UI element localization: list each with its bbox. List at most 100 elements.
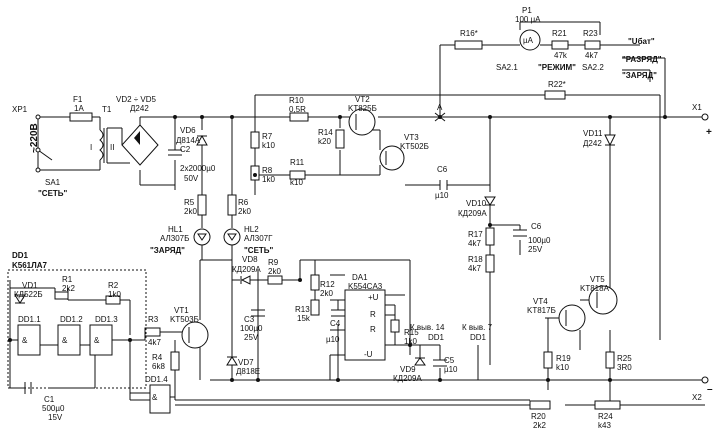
resistor-R4: [170, 351, 180, 371]
label-R3: R3: [148, 315, 159, 324]
label-C3: C3: [244, 315, 255, 324]
label-DD13: DD1.3: [95, 315, 118, 324]
labels: XP1 F1 1A T1 I II VD2 ÷ VD5 Д242 ~220В S…: [12, 6, 713, 430]
label-R24v: k43: [598, 421, 611, 430]
transistors: [181, 108, 618, 349]
resistor-R22: [544, 90, 566, 100]
label-R11: R11: [290, 158, 305, 167]
label-VT3v: KT502Б: [400, 142, 429, 151]
label-ampR2: R: [370, 325, 376, 334]
label-R25: R25: [617, 354, 632, 363]
label-R13v: 15k: [297, 314, 311, 323]
label-R19v: k10: [556, 363, 569, 372]
label-VT3: VT3: [404, 133, 419, 142]
resistor-R6: [227, 194, 237, 216]
switch-SA1: [35, 147, 53, 161]
resistor-R15: [390, 319, 400, 333]
label-V220: ~220В: [29, 123, 40, 153]
label-VD8v: КД209А: [232, 265, 261, 274]
leds: [193, 228, 241, 246]
resistor-R9: [267, 275, 283, 285]
resistor-R18: [485, 254, 495, 273]
label-VD10v: КД209А: [458, 209, 487, 218]
ic-blocks: [7, 269, 386, 414]
label-C1v: 500µ0: [42, 404, 65, 413]
label-R4v: 6k8: [152, 362, 165, 371]
label-ampU2: -U: [364, 350, 373, 359]
label-C2v: 2х2000µ0: [180, 164, 216, 173]
label-VD6v: Д814А: [176, 136, 201, 145]
label-R1v: 2k2: [62, 284, 75, 293]
label-R16: R16*: [460, 29, 478, 38]
label-VD10: VD10: [466, 199, 487, 208]
label-C6av: µ10: [435, 191, 449, 200]
label-C6bv2: 25V: [528, 245, 543, 254]
resistor-R14: [335, 129, 345, 149]
label-amp3: &: [94, 336, 100, 345]
label-R21: R21: [552, 29, 567, 38]
label-VD1: VD1: [22, 281, 38, 290]
label-DD1v: K561ЛА7: [12, 261, 48, 270]
label-set1: "СЕТЬ": [38, 189, 68, 198]
label-VT5: VT5: [590, 275, 605, 284]
fuse-F1: [69, 112, 93, 122]
label-R7: R7: [262, 132, 273, 141]
resistor-R20: [529, 400, 551, 410]
label-razr: "РАЗРЯД": [622, 55, 662, 64]
label-R5: R5: [184, 198, 195, 207]
label-R21v: 47k: [554, 51, 568, 60]
label-R20: R20: [531, 412, 546, 421]
label-R13: R13: [295, 305, 310, 314]
label-VT1: VT1: [174, 306, 189, 315]
label-HL2v: АЛ307Г: [244, 234, 273, 243]
label-R6: R6: [238, 198, 249, 207]
resistor-R13: [310, 299, 320, 316]
label-R11v: k10: [290, 178, 303, 187]
label-DA1: DA1: [352, 273, 368, 282]
label-VT2: VT2: [355, 95, 370, 104]
label-set2: "СЕТЬ": [244, 246, 274, 255]
label-R2: R2: [108, 281, 119, 290]
label-R17v: 4k7: [468, 239, 481, 248]
label-R14v: k20: [318, 137, 331, 146]
label-VD9: VD9: [400, 365, 416, 374]
resistor-R16: [454, 40, 483, 50]
label-X1: X1: [692, 103, 702, 112]
resistor-R17: [485, 227, 495, 246]
diode-bridge: [121, 124, 159, 166]
resistor-R25: [605, 351, 615, 369]
label-R24: R24: [598, 412, 613, 421]
label-zar: "ЗАРЯД": [622, 71, 657, 80]
label-R20v: 2k2: [533, 421, 546, 430]
label-VT2v: KT825Б: [348, 104, 377, 113]
resistor-R7: [250, 131, 260, 149]
resistor-R11: [289, 170, 306, 180]
label-R23v: 4k7: [585, 51, 598, 60]
label-R5v: 2k0: [184, 207, 197, 216]
label-pin14: К выв. 14: [410, 323, 445, 332]
label-R22: R22*: [548, 80, 566, 89]
label-C6b: C6: [531, 222, 542, 231]
diodes: [14, 134, 616, 366]
transformer-T1: [99, 128, 108, 163]
label-ampU1: +U: [368, 293, 379, 302]
label-T1II: II: [110, 143, 114, 152]
label-amp1: &: [22, 336, 28, 345]
label-R23: R23: [583, 29, 598, 38]
label-P1v: 100 µA: [515, 15, 541, 24]
label-VT4: VT4: [533, 297, 548, 306]
label-R9v: 2k0: [268, 267, 281, 276]
label-R10: R10: [289, 96, 304, 105]
label-DD11: DD1.1: [18, 315, 41, 324]
label-Ubat: "Uбат": [628, 37, 655, 46]
label-VD8: VD8: [242, 255, 258, 264]
label-R12v: 2k0: [320, 289, 333, 298]
label-plus: +: [706, 127, 712, 138]
label-R25v: 3R0: [617, 363, 632, 372]
label-C5: C5: [444, 356, 455, 365]
label-zar2: "ЗАРЯД": [150, 246, 185, 255]
resistor-R12: [310, 274, 320, 291]
resistor-R2: [105, 295, 121, 305]
label-R8: R8: [262, 166, 273, 175]
label-C2v2: 50V: [184, 174, 199, 183]
